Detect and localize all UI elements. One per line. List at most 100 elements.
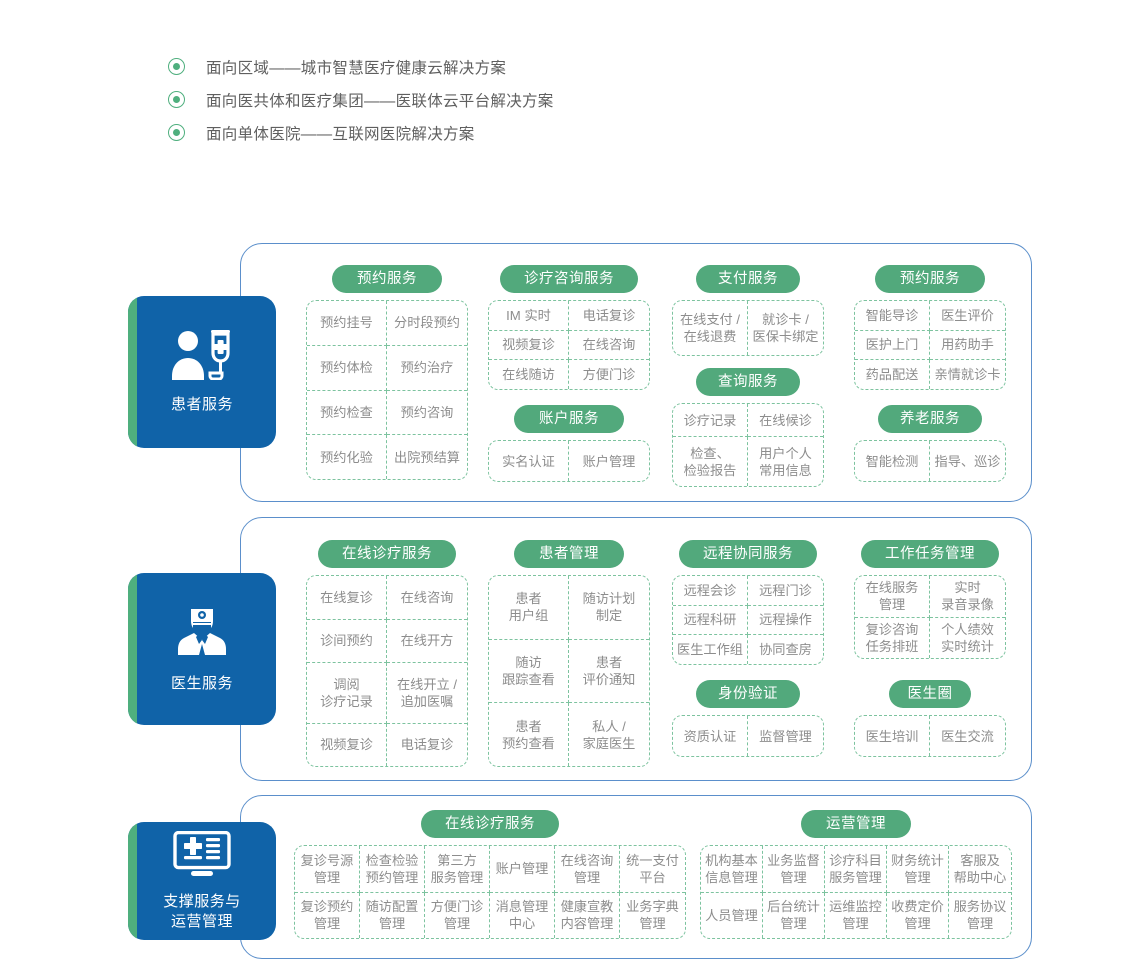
grid-cell[interactable]: 方便门诊	[582, 367, 636, 383]
grid-cell[interactable]: 账户管理	[582, 453, 636, 469]
badge-patient-services[interactable]: 患者服务	[128, 296, 276, 448]
grid-cell[interactable]: 监督管理	[759, 728, 812, 744]
grid-cell[interactable]: 医生评价	[930, 301, 1005, 331]
grid-cell[interactable]: 诊疗记录	[673, 404, 748, 437]
cell-grid: 机构基本 信息管理 业务监督 管理 诊疗科目 服务管理 财务统计 管理 客服及 …	[700, 845, 1012, 939]
grid-cell[interactable]: 在线服务 管理	[855, 576, 930, 618]
group-title: 运营管理	[801, 810, 911, 838]
grid-cell[interactable]: 财务统计 管理	[887, 846, 949, 893]
grid-cell[interactable]: 资质认证	[673, 716, 748, 756]
group-remote-collab-services: 远程协同服务 远程会诊 远程门诊 远程科研 远程操作 医生工作组 协同查房	[672, 540, 824, 665]
radio-dot-icon	[168, 91, 185, 108]
grid-cell[interactable]: 复诊预约 管理	[295, 892, 360, 938]
grid-cell[interactable]: 服务协议 管理	[953, 899, 1007, 932]
grid-cell[interactable]: 在线咨询	[569, 331, 649, 361]
grid-cell[interactable]: 在线复诊	[307, 576, 387, 620]
group-patient-management: 患者管理 患者 用户组 随访计划 制定 随访 跟踪查看 患者 评价通知 患者 预…	[488, 540, 650, 767]
grid-cell[interactable]: 亲情就诊卡	[934, 367, 1001, 383]
grid-cell[interactable]: 诊间预约	[307, 619, 387, 663]
grid-cell[interactable]: 在线开方	[387, 620, 467, 663]
grid-cell[interactable]: 消息管理 中心	[490, 892, 555, 938]
grid-cell[interactable]: 账户管理	[490, 846, 555, 893]
group-query-services: 查询服务 诊疗记录 在线候诊 检查、 检验报告 用户个人 常用信息	[672, 368, 824, 487]
group-title: 预约服务	[332, 265, 442, 293]
group-online-diagnosis-support: 在线诊疗服务 复诊号源 管理 检查检验 预约管理 第三方 服务管理 账户管理 在…	[294, 810, 686, 939]
grid-cell[interactable]: 预约挂号	[307, 301, 387, 346]
grid-cell[interactable]: 预约咨询	[387, 391, 467, 436]
grid-cell[interactable]: 实名认证	[489, 441, 569, 481]
grid-cell[interactable]: 分时段预约	[387, 301, 467, 346]
grid-cell[interactable]: 医生培训	[855, 716, 930, 756]
grid-cell[interactable]: 随访 跟踪查看	[489, 639, 569, 704]
grid-cell[interactable]: 机构基本 信息管理	[701, 846, 763, 893]
badge-doctor-services[interactable]: 医生服务	[128, 573, 276, 725]
grid-cell[interactable]: 预约化验	[307, 435, 387, 479]
grid-cell[interactable]: 预约体检	[307, 345, 387, 391]
badge-support-operations[interactable]: 支撑服务与 运营管理	[128, 822, 276, 940]
grid-cell[interactable]: 运维监控 管理	[825, 892, 887, 938]
grid-cell[interactable]: 诊疗科目 服务管理	[825, 846, 887, 893]
grid-cell[interactable]: 远程会诊	[673, 576, 748, 606]
grid-cell[interactable]: 预约检查	[307, 390, 387, 436]
grid-cell[interactable]: IM 实时	[489, 301, 569, 331]
grid-cell[interactable]: 智能检测	[855, 441, 930, 481]
grid-cell[interactable]: 协同查房	[759, 642, 812, 658]
group-title: 患者管理	[514, 540, 624, 568]
badge-label: 患者服务	[170, 395, 233, 413]
grid-cell[interactable]: 用户个人 常用信息	[759, 445, 812, 478]
group-title: 医生圈	[889, 680, 971, 708]
grid-cell[interactable]: 收费定价 管理	[887, 892, 949, 938]
grid-cell[interactable]: 患者 预约查看	[489, 703, 569, 766]
grid-cell[interactable]: 远程门诊	[748, 576, 823, 606]
group-title: 账户服务	[514, 405, 624, 433]
grid-cell[interactable]: 复诊咨询 任务排班	[855, 617, 930, 658]
cell-grid: 智能导诊 医生评价 医护上门 用药助手 药品配送 亲情就诊卡	[854, 300, 1006, 390]
grid-cell[interactable]: 检查、 检验报告	[673, 437, 748, 486]
grid-cell[interactable]: 在线咨询 管理	[555, 846, 620, 893]
grid-cell[interactable]: 调阅 诊疗记录	[307, 663, 387, 724]
grid-cell[interactable]: 电话复诊	[400, 737, 454, 753]
grid-cell[interactable]: 在线开立 / 追加医嘱	[387, 663, 467, 724]
grid-cell[interactable]: 检查检验 预约管理	[360, 846, 425, 893]
grid-cell[interactable]: 视频复诊	[307, 723, 387, 766]
grid-cell[interactable]: 第三方 服务管理	[425, 846, 490, 893]
monitor-cross-icon	[173, 830, 231, 882]
grid-cell[interactable]: 远程科研	[673, 605, 748, 636]
grid-cell[interactable]: 客服及 帮助中心	[949, 846, 1011, 893]
grid-cell[interactable]: 在线随访	[489, 360, 569, 389]
grid-cell[interactable]: 健康宣教 内容管理	[555, 892, 620, 938]
grid-cell[interactable]: 人员管理	[701, 892, 763, 938]
grid-cell[interactable]: 个人绩效 实时统计	[941, 621, 994, 654]
grid-cell[interactable]: 患者 用户组	[489, 576, 569, 640]
grid-cell[interactable]: 随访配置 管理	[360, 892, 425, 938]
grid-cell[interactable]: 出院预结算	[394, 449, 460, 465]
grid-cell[interactable]: 医生交流	[941, 728, 994, 744]
grid-cell[interactable]: 远程操作	[748, 606, 823, 636]
grid-cell[interactable]: 药品配送	[855, 360, 930, 389]
grid-cell[interactable]: 业务监督 管理	[763, 846, 825, 893]
grid-cell[interactable]: 随访计划 制定	[569, 576, 649, 640]
grid-cell[interactable]: 实时 录音录像	[930, 576, 1005, 618]
cell-grid: 资质认证 监督管理	[672, 715, 824, 757]
grid-cell[interactable]: 视频复诊	[489, 330, 569, 361]
grid-cell[interactable]: 业务字典 管理	[626, 899, 679, 932]
grid-cell[interactable]: 统一支付 平台	[620, 846, 685, 893]
grid-cell[interactable]: 指导、巡诊	[934, 453, 1001, 469]
grid-cell[interactable]: 电话复诊	[569, 301, 649, 331]
grid-cell[interactable]: 患者 评价通知	[569, 640, 649, 704]
grid-cell[interactable]: 在线支付 / 在线退费	[673, 301, 748, 355]
cell-grid: 在线支付 / 在线退费 就诊卡 / 医保卡绑定	[672, 300, 824, 356]
grid-cell[interactable]: 预约治疗	[387, 346, 467, 391]
grid-cell[interactable]: 复诊号源 管理	[295, 846, 360, 893]
grid-cell[interactable]: 在线咨询	[387, 576, 467, 620]
grid-cell[interactable]: 后台统计 管理	[763, 892, 825, 938]
group-title: 诊疗咨询服务	[500, 265, 638, 293]
grid-cell[interactable]: 用药助手	[930, 331, 1005, 361]
grid-cell[interactable]: 在线候诊	[748, 404, 823, 437]
grid-cell[interactable]: 医护上门	[855, 330, 930, 361]
grid-cell[interactable]: 智能导诊	[855, 301, 930, 331]
grid-cell[interactable]: 就诊卡 / 医保卡绑定	[752, 312, 819, 344]
grid-cell[interactable]: 方便门诊 管理	[425, 892, 490, 938]
grid-cell[interactable]: 私人 / 家庭医生	[582, 718, 636, 751]
grid-cell[interactable]: 医生工作组	[673, 635, 748, 664]
